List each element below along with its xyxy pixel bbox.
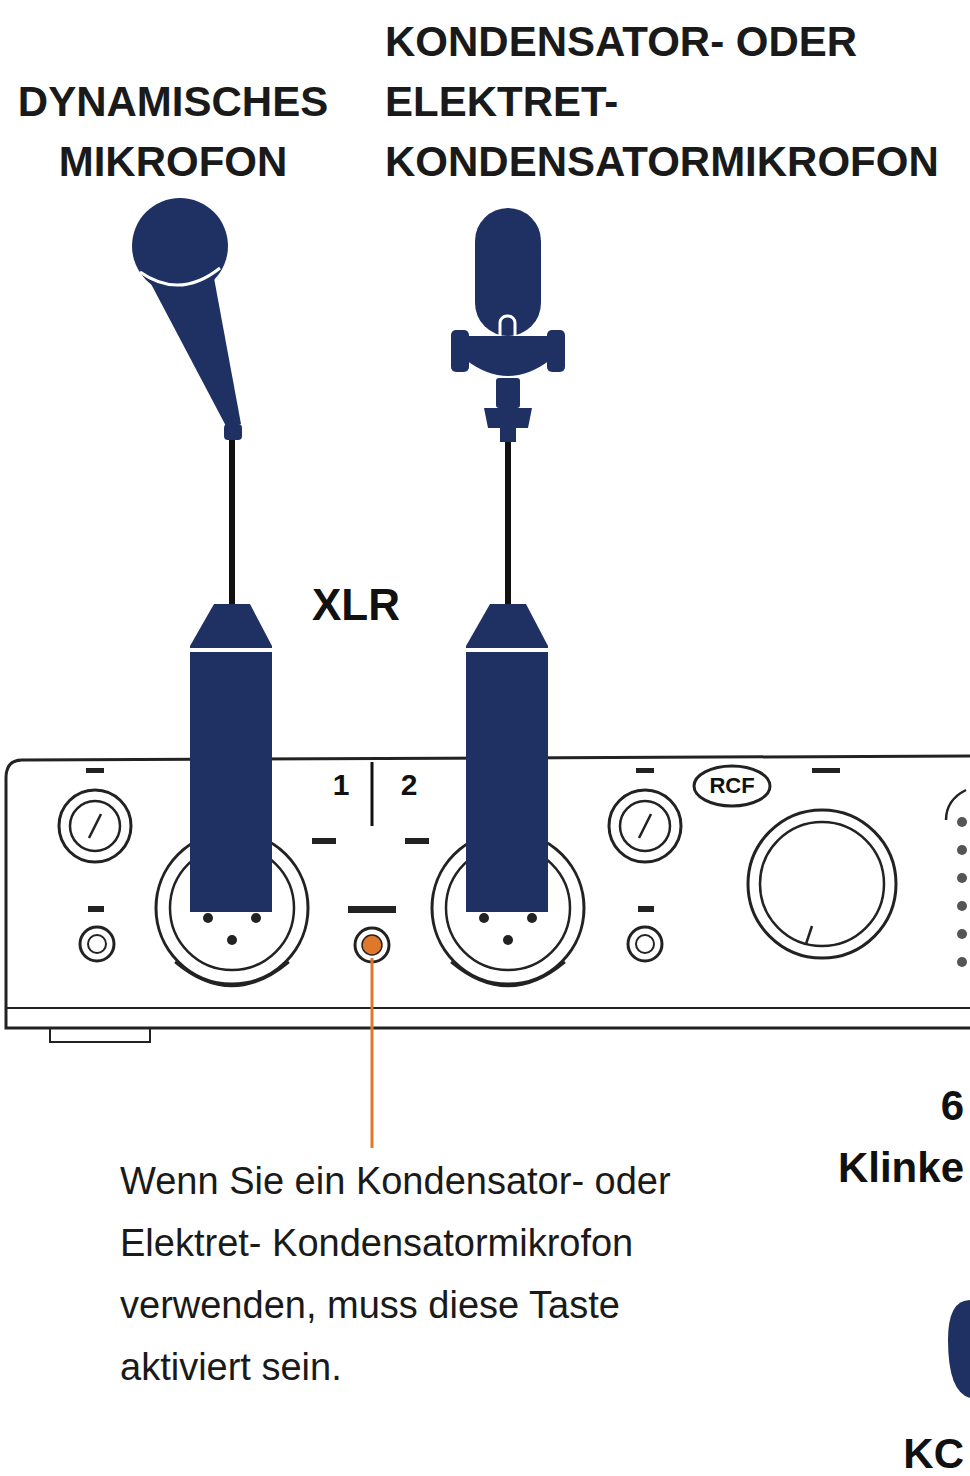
size-label: 6 [930,1082,964,1130]
connector-label: Klinke [820,1144,964,1192]
callout-note: Wenn Sie ein Kondensator- oder Elektret-… [120,1150,680,1398]
brand-logo: RCF [706,773,758,798]
leader-line [371,958,374,1148]
partial-microphone [948,1300,970,1398]
dynamic-microphone [132,198,242,440]
xlr-connector [190,604,548,912]
channel-number: 1 [326,768,356,803]
channel-number: 2 [394,768,424,803]
mic-cable [229,440,235,604]
microphone-heading: DYNAMISCHES MIKROFON [8,72,338,192]
microphone-heading: KONDENSATOR- ODER ELEKTRET- KONDENSATORM… [385,12,965,192]
mic-cable [505,440,511,604]
heading-fragment: KC [900,1430,964,1476]
connector-label: XLR [312,580,412,631]
condenser-microphone [451,208,565,442]
